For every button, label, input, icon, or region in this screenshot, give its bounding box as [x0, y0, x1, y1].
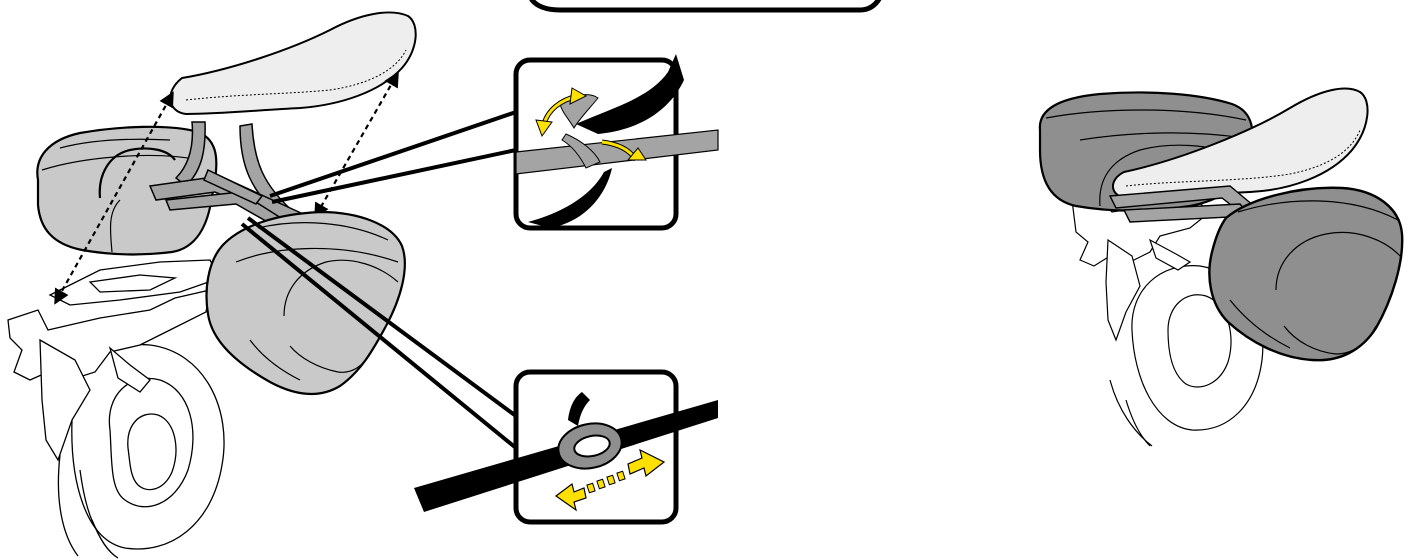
- top-callout-box: [532, 0, 886, 10]
- left-seat: [170, 12, 415, 114]
- right-motorcycle-illustration: [1040, 89, 1402, 446]
- left-saddlebag-front: [207, 212, 405, 394]
- velcro-detail-icon: [516, 54, 718, 228]
- left-motorcycle-illustration: [8, 12, 516, 558]
- buckle-detail-icon: [414, 372, 718, 522]
